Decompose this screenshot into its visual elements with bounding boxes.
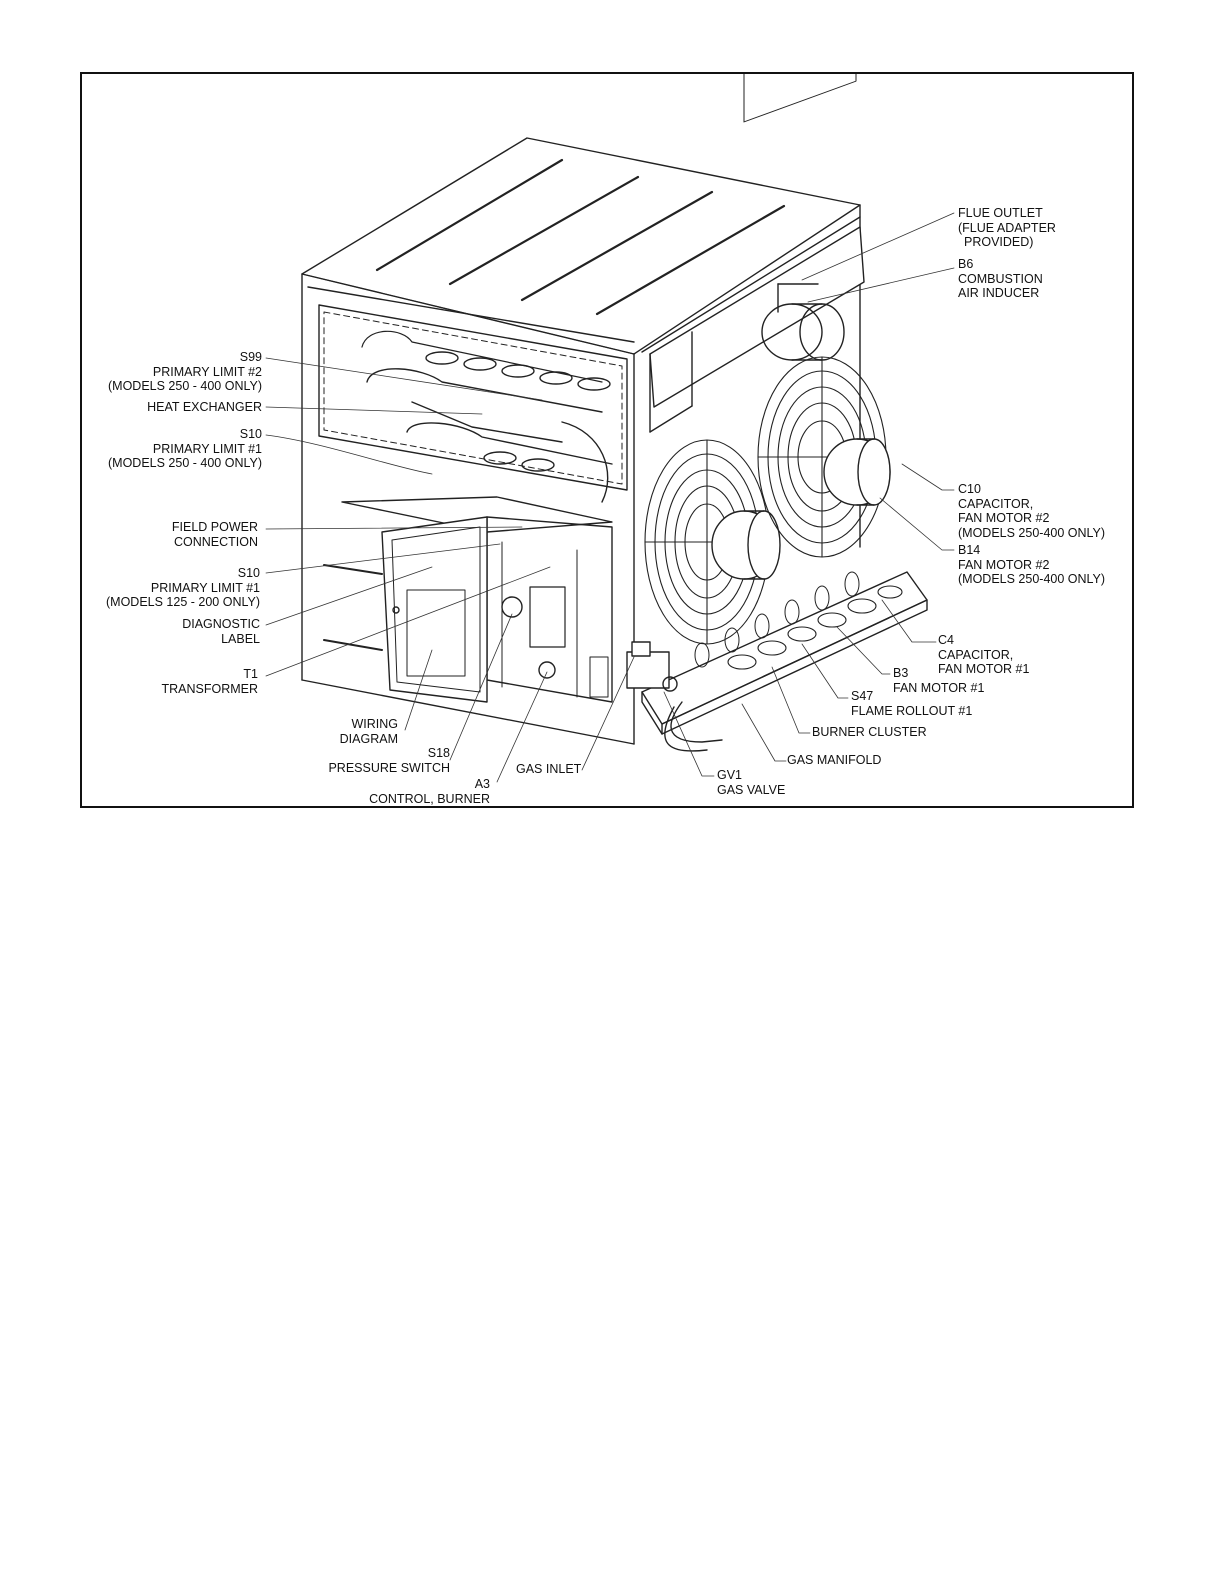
leader-lines [265,212,955,783]
label-gas-inlet: GAS INLET [516,762,582,776]
fan-motor-1 [711,510,781,580]
label-heat-exchanger: HEAT EXCHANGER [147,400,262,414]
figure-frame: FLUE OUTLET (FLUE ADAPTER PROVIDED) B6 C… [80,72,1134,808]
label-wiring-diagram: WIRING DIAGRAM [339,717,398,746]
label-s18-pressure-switch: S18 PRESSURE SWITCH [328,746,450,775]
label-gv1-gas-valve: GV1 GAS VALVE [717,768,786,797]
label-b6-combustion-air-inducer: B6 COMBUSTION AIR INDUCER [958,257,1043,300]
control-compartment [323,496,613,703]
label-s99-primary-limit-2: S99 PRIMARY LIMIT #2 (MODELS 250 - 400 O… [108,350,262,393]
fan-motor-2 [823,438,891,506]
label-s47-flame-rollout: S47 FLAME ROLLOUT #1 [851,689,973,718]
unit-heater-drawing [265,74,955,783]
label-field-power-connection: FIELD POWER CONNECTION [171,520,258,549]
label-diagnostic: DIAGNOSTIC LABEL [182,617,260,646]
side-panel [649,74,865,433]
label-burner-cluster: BURNER CLUSTER [812,725,927,739]
label-flue-outlet: FLUE OUTLET (FLUE ADAPTER PROVIDED) [958,206,1056,249]
label-c4-capacitor-fan-motor-1: C4 CAPACITOR, FAN MOTOR #1 [938,633,1030,676]
label-a3-control-burner: A3 CONTROL, BURNER [369,777,490,806]
burner-tray [626,571,928,752]
label-b14-fan-motor-2: B14 FAN MOTOR #2 (MODELS 250-400 ONLY) [958,543,1106,586]
top-slots [375,158,786,316]
label-c10-capacitor-fan-motor-2: C10 CAPACITOR, FAN MOTOR #2 (MODELS 250-… [958,482,1106,540]
label-gas-manifold: GAS MANIFOLD [787,753,882,767]
label-s10-primary-limit-1-lower: S10 PRIMARY LIMIT #1 (MODELS 125 - 200 O… [106,566,260,609]
label-t1-transformer: T1 TRANSFORMER [161,667,258,696]
label-s10-primary-limit-1-upper: S10 PRIMARY LIMIT #1 (MODELS 250 - 400 O… [108,427,262,470]
heat-exchanger-opening [318,304,628,503]
label-b3-fan-motor-1: B3 FAN MOTOR #1 [893,666,985,695]
